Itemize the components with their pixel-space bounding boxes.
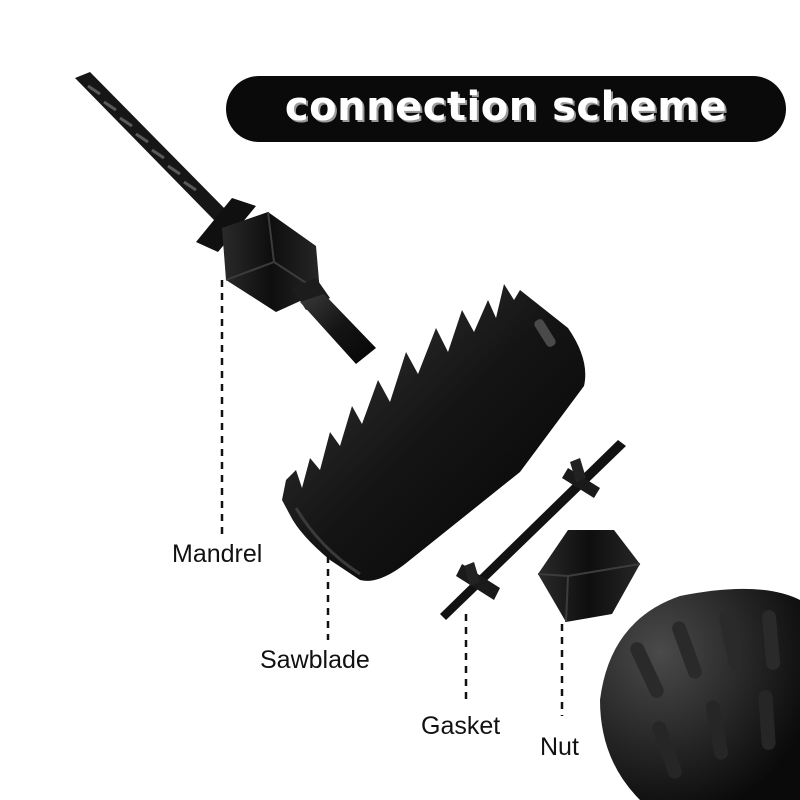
sawblade-part xyxy=(282,284,586,581)
mandrel-collar xyxy=(196,198,256,252)
sawblade-slot xyxy=(534,319,556,347)
drill-chuck-part xyxy=(600,588,800,800)
gasket-part xyxy=(440,440,626,620)
sawblade-label: Sawblade xyxy=(260,646,370,674)
mandrel-part xyxy=(75,72,376,364)
nut-label: Nut xyxy=(540,733,579,761)
drill-bit xyxy=(75,72,228,220)
title-banner: connection scheme xyxy=(226,76,786,142)
title-text: connection scheme xyxy=(284,84,728,130)
gasket-label: Gasket xyxy=(421,712,501,740)
nut-part xyxy=(537,530,641,623)
mandrel-shaft xyxy=(300,294,376,364)
mandrel-label: Mandrel xyxy=(172,540,263,568)
